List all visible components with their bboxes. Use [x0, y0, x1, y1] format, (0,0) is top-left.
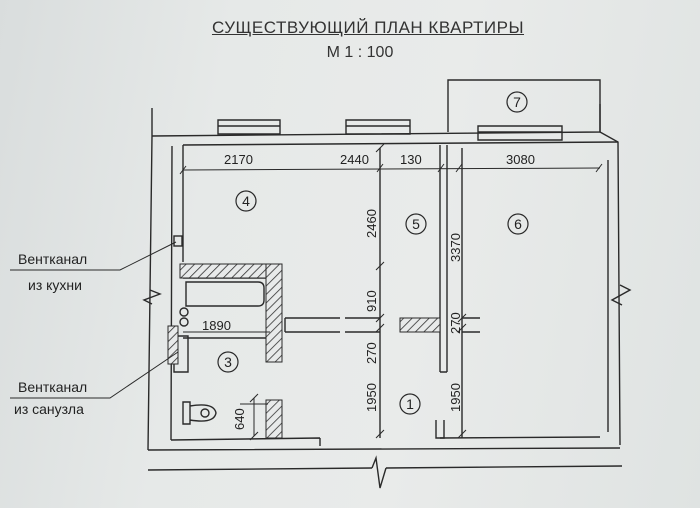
- dim-270-right: 270: [448, 312, 463, 334]
- hatch-left-wall: [167, 325, 179, 365]
- dim-1890: 1890: [202, 318, 231, 333]
- room-4-number: 4: [242, 193, 250, 209]
- room-6-circle: [507, 213, 529, 235]
- dim-3080: 3080: [506, 152, 535, 167]
- room-5-circle: [405, 213, 427, 235]
- room-5-number: 5: [412, 216, 420, 232]
- room-7-number: 7: [513, 94, 521, 110]
- room-3-number: 3: [224, 354, 232, 370]
- vent-kitchen-box: [173, 235, 183, 247]
- plan-scale: М 1 : 100: [326, 44, 394, 61]
- room-7-circle: [506, 91, 528, 113]
- corridor-wall: [284, 317, 340, 333]
- break-mark-left: [142, 289, 162, 305]
- dim-2170: 2170: [224, 152, 253, 167]
- dim-130: 130: [400, 152, 422, 167]
- dim-line-640: [240, 398, 268, 436]
- plan-title: СУЩЕСТВУЮЩИЙ ПЛАН КВАРТИРЫ: [211, 18, 525, 37]
- window-left: [217, 119, 281, 135]
- door-gap: [435, 420, 445, 439]
- break-mark-right: [610, 284, 632, 306]
- hatch-bath-lower: [265, 399, 283, 439]
- room-4-circle: [235, 190, 257, 212]
- break-mark-bottom: [371, 455, 387, 489]
- room-1-circle: [399, 393, 421, 415]
- dim-line-top: [182, 167, 601, 171]
- leader-vent-kitchen: [10, 241, 177, 271]
- toilet: [182, 401, 217, 425]
- dim-640: 640: [232, 408, 247, 430]
- vent-bath-label-2: из санузла: [14, 401, 84, 417]
- outer-wall-bottom: [147, 436, 621, 451]
- hatch-corridor: [399, 317, 441, 333]
- dim-3370: 3370: [448, 233, 463, 262]
- vent-kitchen-label-1: Вентканал: [18, 251, 87, 267]
- hatch-bath-top: [179, 263, 279, 279]
- corridor-right: [462, 317, 480, 333]
- wall-between-5-6: [439, 145, 448, 373]
- room-1-number: 1: [406, 396, 414, 412]
- leader-vent-bath: [10, 351, 179, 399]
- bathtub: [185, 281, 265, 307]
- dim-2440: 2440: [340, 152, 369, 167]
- vent-kitchen-label-2: из кухни: [28, 277, 82, 293]
- corridor-wall-2: [345, 317, 380, 333]
- dim-910: 910: [364, 290, 379, 312]
- hatch-bath-right: [265, 263, 283, 363]
- window-right: [477, 125, 563, 141]
- room-6-number: 6: [514, 216, 522, 232]
- vent-bath-label-1: Вентканал: [18, 379, 87, 395]
- balcony: [447, 79, 601, 132]
- window-middle: [345, 119, 411, 135]
- outer-wall-top-inner: [182, 141, 619, 146]
- outer-wall-left: [147, 135, 173, 451]
- room-3-circle: [217, 351, 239, 373]
- dim-1950-left: 1950: [364, 383, 379, 412]
- dim-270-left: 270: [364, 342, 379, 364]
- dim-2460: 2460: [364, 209, 379, 238]
- outer-wall-right: [599, 131, 621, 446]
- dim-1950-right: 1950: [448, 383, 463, 412]
